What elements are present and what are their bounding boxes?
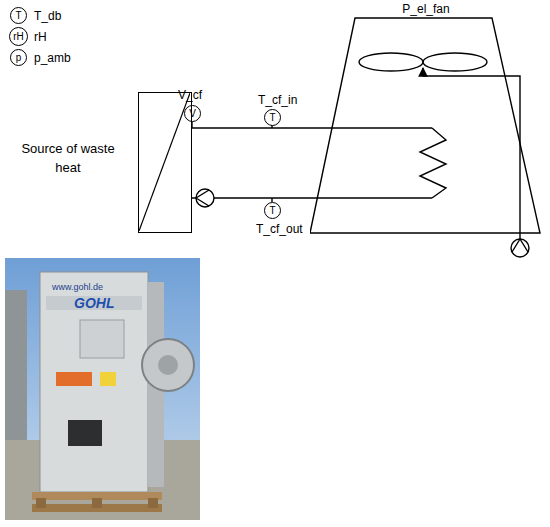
- photo-fan-hub: [158, 355, 178, 375]
- photo-panel: [80, 320, 124, 358]
- heat-exchanger-coil: [420, 128, 446, 198]
- symbol-letter: T: [269, 113, 275, 123]
- pump-symbol: [196, 190, 209, 206]
- signal-name: T_cf_in: [258, 93, 297, 107]
- photo-text: www.gohl.de: [52, 282, 103, 292]
- temperature-sensor: T: [264, 109, 281, 126]
- flow-sensor: V: [184, 105, 201, 122]
- symbol-name: T_db: [34, 9, 61, 23]
- node-label: P_el_fan: [310, 2, 542, 16]
- symbol-letter: T: [15, 11, 21, 21]
- photo-pallet: [36, 498, 46, 508]
- photo-background-equipment: [5, 290, 27, 440]
- fan-symbol: [359, 53, 423, 71]
- symbol-letter: p: [16, 53, 22, 63]
- photo-machine-side: [148, 282, 164, 487]
- signal-name: T_cf_out: [256, 222, 303, 236]
- photo-logo: GOHL: [74, 295, 114, 311]
- photo-pallet: [32, 504, 162, 512]
- exchanger-diagonal: [139, 93, 190, 231]
- photo-warning-label: [100, 372, 116, 386]
- symbol-circle: T: [10, 7, 27, 24]
- symbol-name: p_amb: [34, 51, 71, 65]
- tower-outline: [310, 0, 542, 236]
- pipe: [192, 197, 432, 198]
- tower-outline: [310, 18, 540, 233]
- cooling-tower: P_el_fan: [310, 0, 542, 236]
- node-label: Source of waste heat: [9, 139, 127, 177]
- pump-symbol: [196, 189, 214, 207]
- symbol-name: rH: [34, 30, 47, 44]
- photo-warning-label: [56, 372, 92, 386]
- photo-pallet: [92, 498, 102, 508]
- pump-symbol: [511, 239, 529, 257]
- photo-sky: [5, 258, 200, 520]
- pipe: [192, 127, 432, 128]
- symbol-circle: p: [10, 49, 27, 66]
- photo-window: [68, 420, 102, 446]
- symbol-letter: V: [189, 109, 196, 119]
- pump-symbol: [196, 189, 214, 207]
- photo-fan-motor: [142, 339, 194, 391]
- pump-symbol: [512, 239, 528, 252]
- symbol-letter: T: [269, 206, 275, 216]
- photo: [5, 258, 200, 520]
- photo-machine: [40, 272, 148, 492]
- heat-exchanger: Source of waste heat: [138, 92, 192, 233]
- symbol-circle: rH: [9, 27, 28, 46]
- photo-ground: [5, 440, 200, 520]
- signal-name: V_cf: [178, 88, 202, 102]
- exchanger-diagonal: [139, 93, 190, 231]
- symbol-letter: rH: [13, 32, 24, 42]
- fan-symbol: [423, 53, 487, 71]
- water-loop: [423, 68, 520, 239]
- pump-symbol: [511, 239, 529, 257]
- temperature-sensor: T: [264, 202, 281, 219]
- photo-pallet: [32, 492, 162, 500]
- photo-pallet: [148, 498, 158, 508]
- photo-logo-band: [46, 296, 142, 310]
